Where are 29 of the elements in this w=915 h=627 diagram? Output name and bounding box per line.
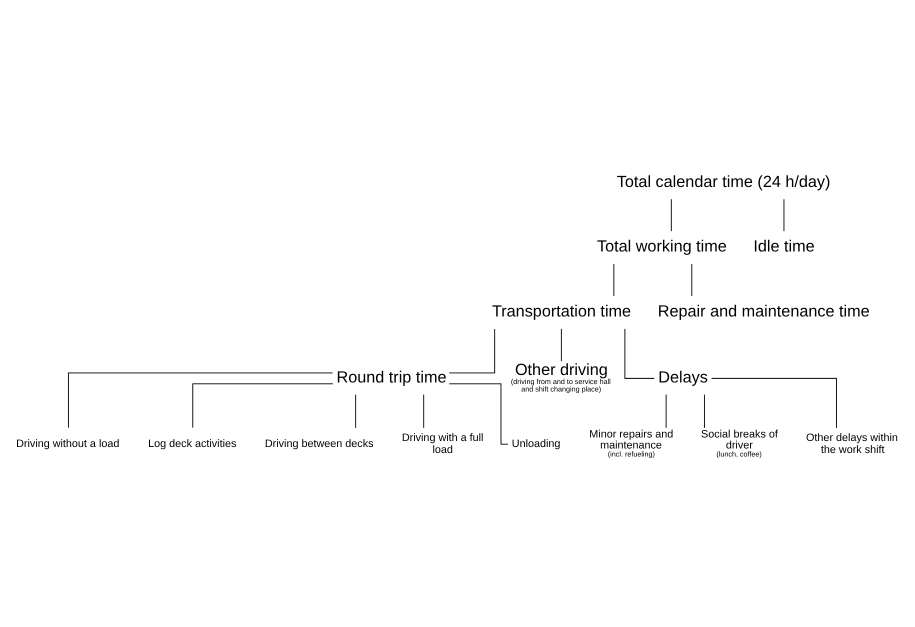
node-text: Total calendar time (24 h/day): [616, 172, 830, 191]
node-text: Driving with a full load: [402, 432, 484, 456]
connector: [192, 383, 334, 428]
node-text: Driving without a load: [16, 438, 120, 450]
connector: [355, 394, 356, 428]
connector: [691, 264, 692, 296]
connector: [670, 198, 672, 232]
node-text: Log deck activities: [148, 438, 236, 450]
connector: [68, 372, 334, 428]
node-text: Driving between decks: [264, 438, 374, 450]
node-text: Transportation time: [492, 302, 632, 321]
connector: [448, 328, 496, 374]
connector: [560, 328, 562, 362]
node-text: Other delays within the work shift: [806, 432, 898, 456]
connector: [666, 394, 667, 428]
node-text: Unloading: [512, 438, 560, 450]
node-text: Minor repairs and maintenance (incl. refueling): [589, 428, 674, 458]
node-text: Total working time: [596, 238, 727, 256]
connector: [711, 378, 837, 428]
connector: [613, 264, 614, 296]
node-text: Delays: [658, 368, 708, 386]
connector: [704, 394, 705, 428]
node-text: Repair and maintenance time: [658, 302, 870, 321]
node-text: Other driving (driving from and to service hall and shift changing place): [510, 361, 611, 394]
node-text: Social breaks of driver (lunch, coffee): [701, 428, 778, 458]
connector: [624, 328, 655, 379]
connector: [423, 394, 424, 428]
node-text: Idle time: [753, 238, 815, 256]
node-text: Round trip time: [336, 368, 446, 386]
